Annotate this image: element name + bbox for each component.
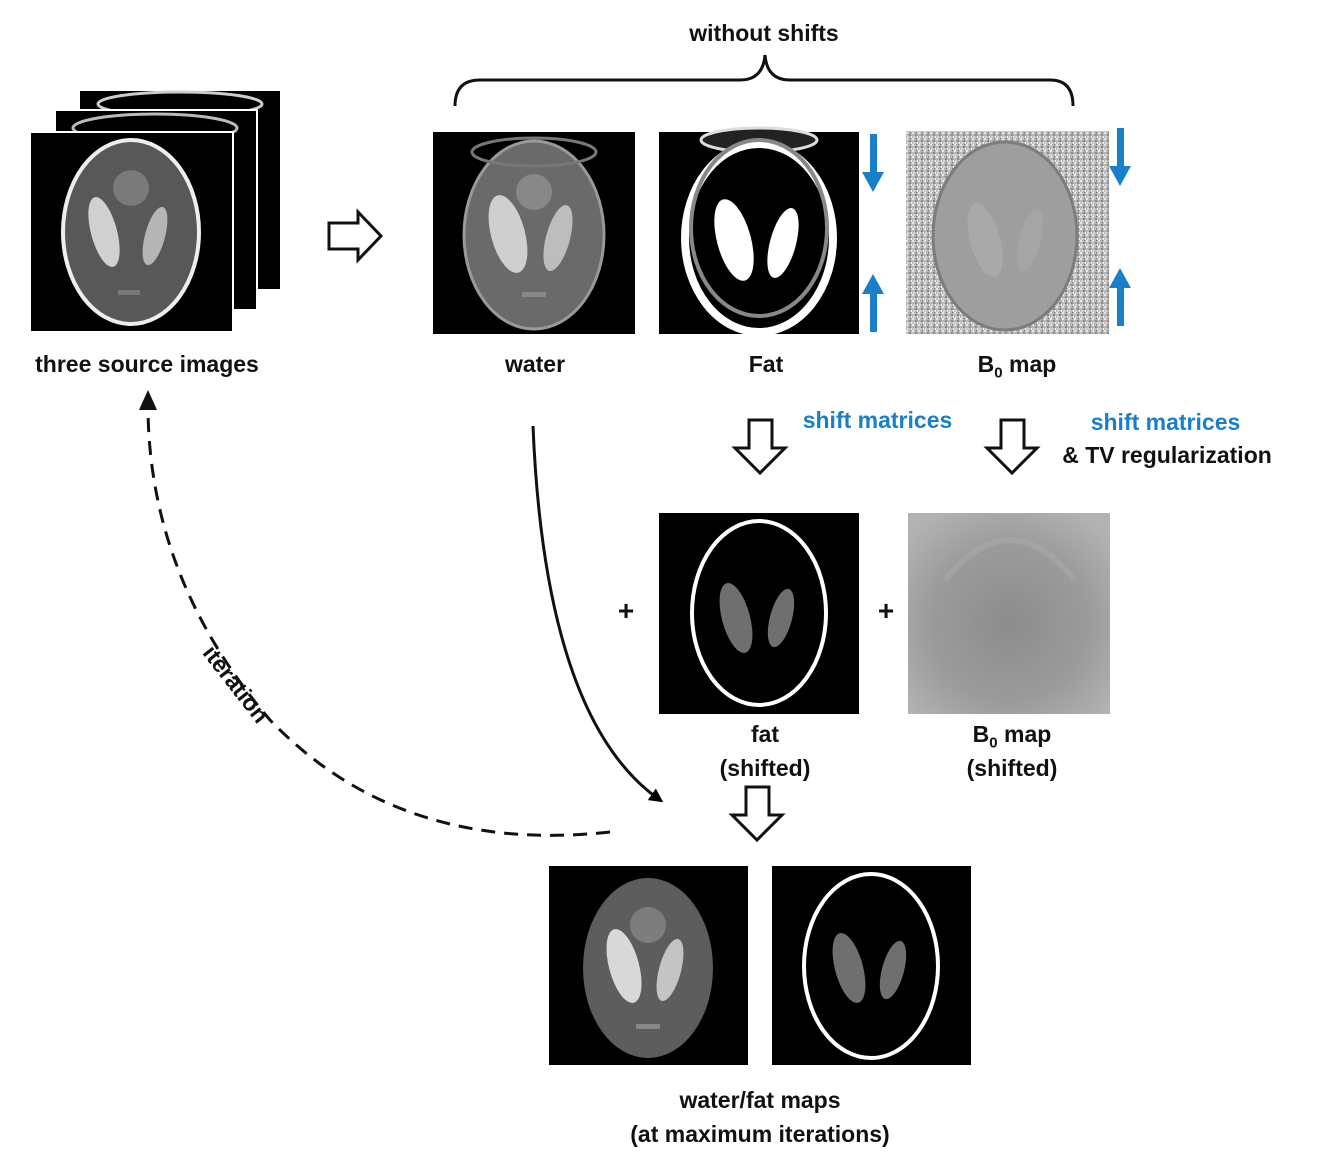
b0-map-panel [906,131,1109,334]
water-to-output-arrow [533,426,660,800]
source-image-stack [30,90,281,332]
blue-arrows-b0 [1109,128,1131,326]
iteration-arrow [148,410,610,835]
hollow-down-arrow-b0 [987,420,1037,473]
output-fat-panel [772,866,971,1065]
hollow-down-arrow-fat [735,420,785,473]
fat-shifted-panel [659,513,859,714]
b0-shifted-panel [908,513,1110,714]
fat-panel [659,128,859,334]
hollow-down-arrow-output [732,787,782,840]
water-panel [433,132,635,334]
brace [455,55,1073,106]
iteration-arrowhead [139,390,157,410]
blue-arrows-fat [862,134,884,332]
output-water-panel [549,866,748,1065]
hollow-right-arrow [329,212,381,260]
